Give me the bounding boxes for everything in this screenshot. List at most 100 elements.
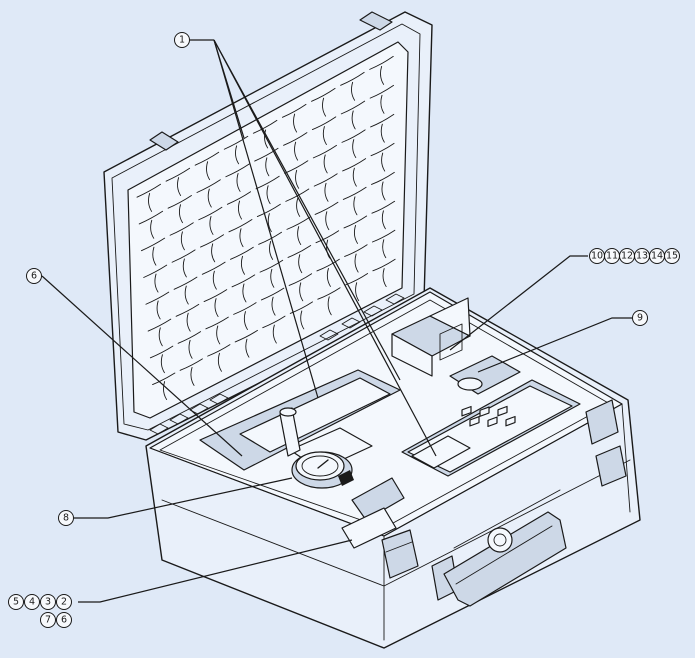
svg-text:12: 12 [621, 251, 633, 262]
foam-cell [281, 103, 307, 133]
foam-cell [287, 245, 312, 274]
callout-group-7-6: 7 6 [40, 612, 72, 628]
callout-6-left: 6 [26, 268, 42, 284]
pressure-gauge [291, 451, 354, 489]
foam-cell [165, 167, 191, 197]
foam-cell [317, 287, 341, 316]
leader-lines [41, 39, 632, 603]
foam-cell [341, 129, 366, 159]
foam-insert [199, 369, 405, 549]
svg-text:7: 7 [45, 615, 51, 626]
foam-cell [175, 303, 200, 332]
foam-cell [228, 219, 253, 248]
foam-cell [230, 246, 254, 275]
foam-cell [138, 210, 164, 239]
foam-cell [372, 258, 396, 288]
foam-cell [369, 84, 394, 114]
foam-cell [140, 237, 166, 266]
foam-cell [201, 261, 226, 290]
foam-cell [152, 372, 176, 401]
svg-text:1: 1 [179, 35, 185, 46]
foam-cell [286, 216, 311, 246]
foam-cell [167, 195, 192, 224]
foam-cell [136, 183, 161, 212]
svg-text:13: 13 [636, 251, 648, 262]
callout-1: 1 [174, 32, 190, 48]
foam-cell [340, 100, 366, 130]
foam-cell [169, 222, 194, 251]
foam-cell [288, 273, 313, 302]
foam-cell [314, 201, 339, 231]
handheld-controller [401, 355, 581, 477]
foam-cell [371, 200, 396, 230]
foam-cell [196, 179, 221, 208]
foam-cell [260, 287, 285, 316]
foam-cell [262, 315, 286, 344]
foam-cell [143, 264, 168, 293]
keypad [461, 405, 516, 428]
carry-handle [443, 511, 567, 607]
foam-cell [340, 71, 365, 101]
svg-text:9: 9 [637, 313, 643, 324]
foam-cell [226, 191, 252, 220]
foam-cell [207, 344, 231, 372]
foam-cell [371, 171, 395, 201]
foam-cell [200, 234, 224, 263]
callout-group-5-4-3-2: 5 4 3 2 [8, 594, 72, 610]
foam-cell [173, 276, 198, 305]
svg-text:6: 6 [31, 271, 37, 282]
foam-cell [259, 259, 284, 288]
foam-cell [252, 119, 278, 149]
callout-8: 8 [58, 510, 74, 526]
foam-cell [171, 249, 196, 278]
callout-9: 9 [632, 310, 648, 326]
svg-text:6: 6 [61, 615, 67, 626]
egg-crate-foam [136, 55, 396, 401]
foam-cell [203, 289, 228, 318]
foam-cell [225, 163, 250, 192]
foam-cell [289, 301, 314, 330]
foam-cell [234, 329, 258, 358]
svg-text:3: 3 [45, 597, 51, 608]
svg-text:10: 10 [591, 251, 603, 262]
foam-cell [370, 142, 395, 172]
foam-cell [369, 55, 394, 85]
foam-cell [344, 244, 368, 273]
foam-cell [179, 358, 203, 386]
foam-cell [223, 135, 249, 165]
foam-cell [370, 113, 395, 143]
svg-text:4: 4 [29, 597, 35, 608]
sensor-bracket [391, 297, 471, 377]
svg-text:15: 15 [666, 251, 678, 262]
svg-text:5: 5 [13, 597, 19, 608]
foam-cell [256, 203, 281, 233]
foam-cell [145, 291, 170, 320]
foam-cell [258, 231, 282, 260]
svg-text:2: 2 [61, 597, 67, 608]
foam-cell [255, 175, 280, 205]
foam-cell [283, 132, 308, 161]
foam-cell [233, 302, 257, 331]
latch-right [585, 399, 627, 487]
foam-cell [342, 158, 367, 187]
foam-cell [311, 116, 337, 146]
foam-cell [315, 230, 340, 259]
svg-text:11: 11 [606, 251, 618, 262]
foam-cell [342, 186, 367, 216]
foam-cell [194, 151, 220, 181]
foam-cell [205, 316, 229, 345]
foam-cell [147, 318, 172, 347]
foam-cell [312, 144, 337, 174]
foam-cell [313, 173, 338, 202]
callout-group-10-15: 10 11 12 13 14 15 [589, 248, 680, 264]
foam-cell [177, 331, 202, 359]
foam-cell [316, 258, 340, 287]
foam-cell [149, 345, 174, 374]
foam-cell [311, 87, 336, 117]
foam-cell [254, 147, 279, 177]
svg-text:8: 8 [63, 513, 69, 524]
foam-cell [231, 274, 256, 303]
foam-cell [198, 206, 223, 235]
